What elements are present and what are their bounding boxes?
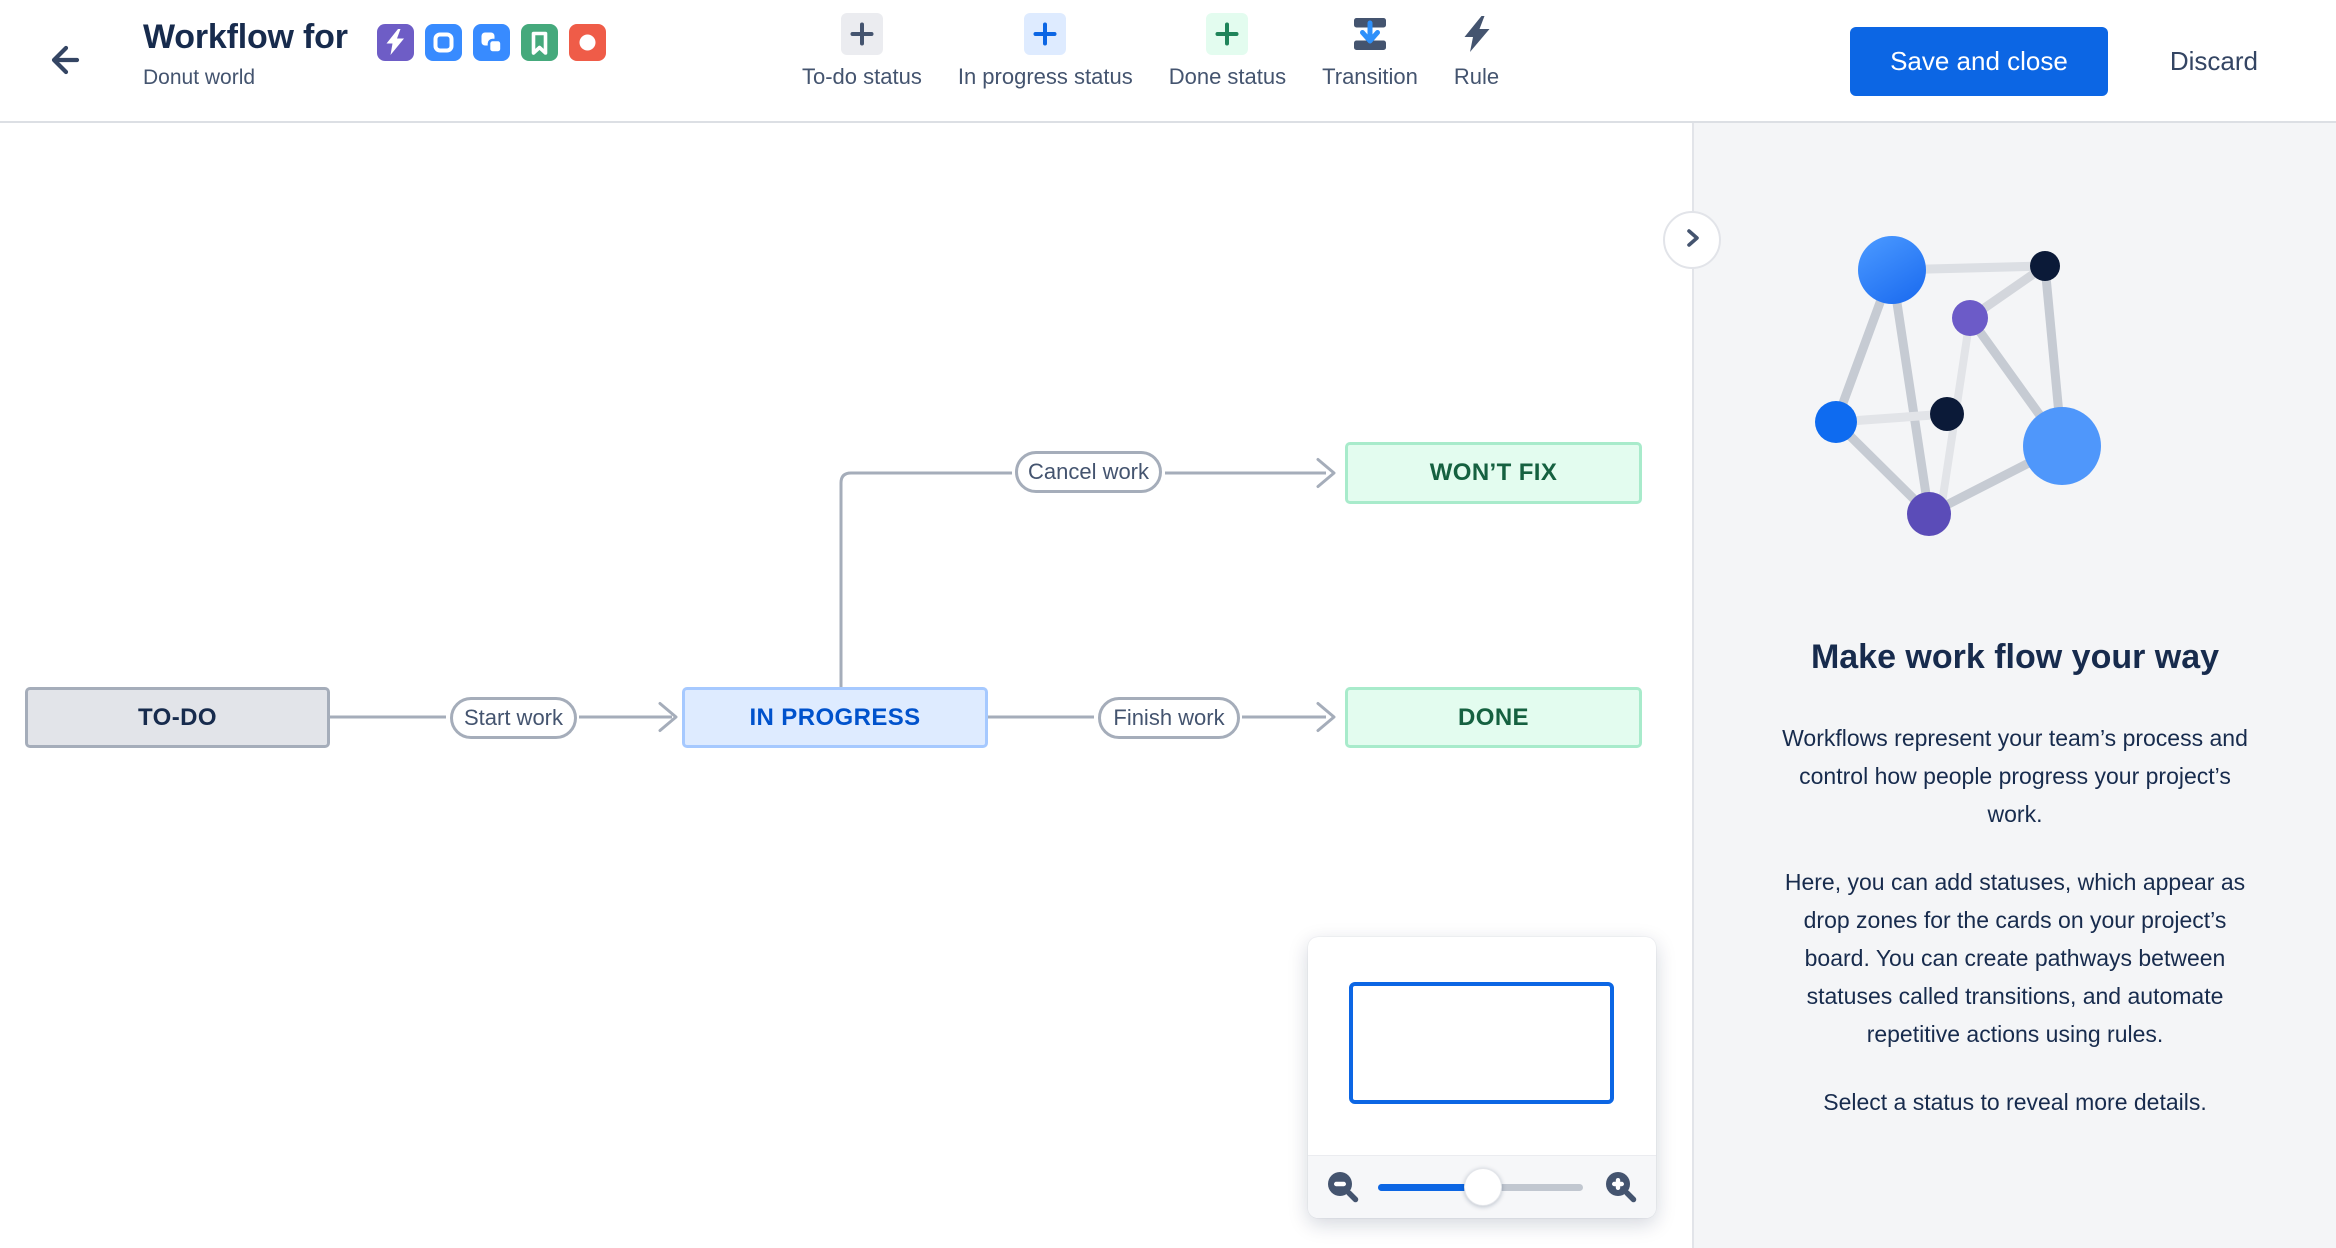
transition-connectors [330, 458, 1336, 732]
toolbar: To-do status In progress status Done sta… [802, 13, 1499, 90]
panel-paragraph: Select a status to reveal more details. [1823, 1089, 2207, 1115]
graph-node-purple-bottom [1907, 492, 1951, 536]
header-actions: Save and close Discard [1850, 27, 2258, 96]
minimap [1308, 937, 1656, 1218]
minimap-viewport[interactable] [1349, 982, 1614, 1104]
status-node-in-progress[interactable]: IN PROGRESS [682, 687, 988, 748]
transition-cancel-work[interactable]: Cancel work [1015, 451, 1162, 493]
add-rule-button[interactable]: Rule [1454, 13, 1499, 90]
tool-label: In progress status [957, 64, 1133, 89]
transition-finish-work[interactable]: Finish work [1098, 697, 1240, 739]
plus-icon [1024, 13, 1067, 55]
title-block: Workflow for Donut world [143, 18, 348, 90]
zoom-in-button[interactable] [1604, 1170, 1638, 1204]
graph-node-light-blue-large [2023, 407, 2101, 485]
add-inprogress-status-button[interactable]: In progress status [958, 13, 1133, 90]
graph-node-purple [1952, 300, 1988, 336]
story-icon [521, 24, 558, 61]
tool-label: Transition [1322, 64, 1418, 89]
panel-paragraph: Here, you can add statuses, which appear… [1784, 869, 2246, 1047]
tool-label: Rule [1453, 64, 1500, 89]
magnifier-minus-icon [1328, 1172, 1359, 1203]
panel-paragraph: Workflows represent your team’s process … [1782, 725, 2248, 827]
graph-node-navy-small [2030, 251, 2060, 281]
tool-label: To-do status [802, 64, 922, 89]
tool-label: Done status [1168, 64, 1287, 89]
graph-node-navy-center [1930, 397, 1964, 431]
status-node-wont-fix[interactable]: WON’T FIX [1345, 442, 1642, 504]
zoom-slider[interactable] [1378, 1168, 1583, 1206]
zoom-slider-fill [1378, 1184, 1483, 1191]
page-subtitle: Donut world [143, 66, 256, 89]
status-node-todo[interactable]: TO-DO [25, 687, 330, 748]
epic-icon [377, 24, 414, 61]
transition-icon [1349, 13, 1391, 55]
zoom-out-button[interactable] [1326, 1170, 1360, 1204]
plus-icon [1206, 13, 1249, 55]
network-graph-illustration [1815, 236, 2101, 536]
panel-collapse-button[interactable] [1663, 211, 1721, 269]
panel-heading: Make work flow your way [1810, 638, 2220, 676]
bug-icon [569, 24, 606, 61]
add-todo-status-button[interactable]: To-do status [802, 13, 922, 90]
arrow-left-icon [41, 37, 87, 88]
minimap-zoom-bar [1308, 1155, 1656, 1218]
chevron-right-icon [1678, 224, 1706, 257]
status-node-done[interactable]: DONE [1345, 687, 1642, 748]
add-done-status-button[interactable]: Done status [1169, 13, 1286, 90]
header: Workflow for Donut world [0, 0, 2336, 123]
task-icon [425, 24, 462, 61]
back-button[interactable] [40, 38, 88, 86]
lightning-icon [1456, 13, 1498, 55]
page-title: Workflow for [143, 18, 348, 56]
subtask-icon [473, 24, 510, 61]
workflow-canvas[interactable]: TO-DO Start work IN PROGRESS Finish work… [0, 123, 1692, 1248]
magnifier-plus-icon [1606, 1172, 1637, 1203]
graph-node-large-blue [1858, 236, 1926, 304]
add-transition-button[interactable]: Transition [1322, 13, 1418, 90]
graph-node-blue [1815, 401, 1857, 443]
info-side-panel: Make work flow your way Workflows repres… [1692, 123, 2336, 1248]
issue-type-icons [377, 24, 606, 61]
discard-button[interactable]: Discard [2169, 46, 2258, 76]
panel-content: Make work flow your way Workflows repres… [1694, 638, 2336, 1151]
transition-start-work[interactable]: Start work [450, 697, 577, 739]
zoom-slider-thumb[interactable] [1463, 1168, 1502, 1206]
save-and-close-button[interactable]: Save and close [1850, 27, 2108, 96]
plus-icon [840, 13, 883, 55]
